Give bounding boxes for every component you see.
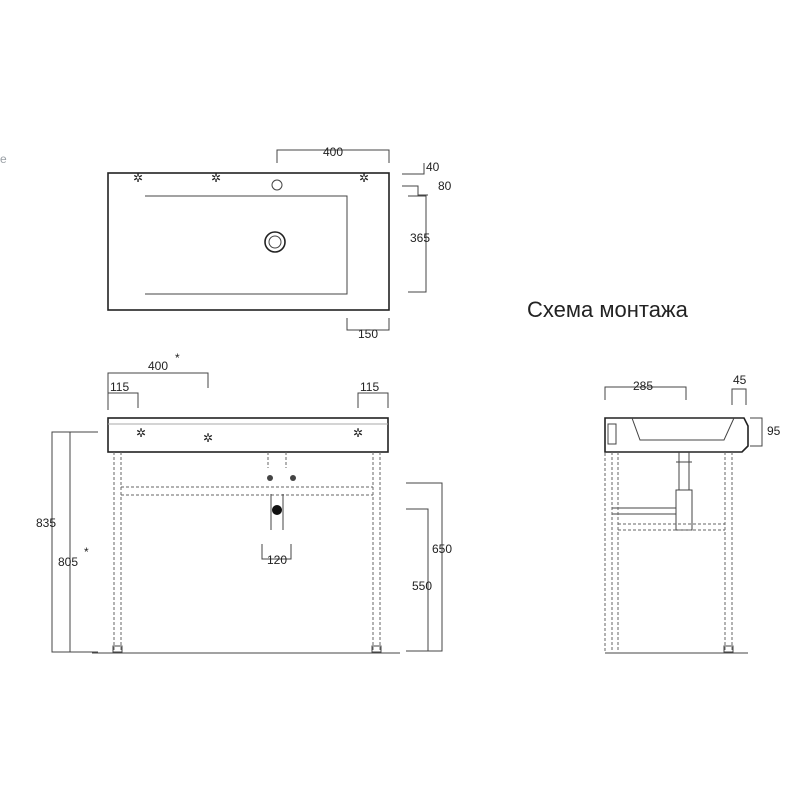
top-view-dim-80: 80 — [438, 179, 452, 193]
side-view-trap-icon — [612, 452, 693, 531]
front-view-height-rim-line — [69, 431, 98, 653]
top-view-inner-bowl — [145, 195, 348, 295]
top-view-dim-40: 40 — [426, 160, 440, 174]
front-view-height-total: 835 — [36, 516, 56, 530]
side-view: 285 45 95 — [604, 373, 781, 654]
front-view-right-dim-line — [357, 392, 389, 408]
top-view-tap-holes: ✲ ✲ ✲ — [133, 171, 369, 191]
svg-text:✲: ✲ — [133, 171, 143, 185]
front-view-height-total-line — [51, 431, 82, 653]
front-view-left-dim-line — [107, 392, 139, 408]
top-view-depth-dim-line — [408, 195, 427, 293]
svg-text:✲: ✲ — [353, 426, 363, 440]
front-view-height-rim: 805 — [58, 555, 78, 569]
svg-text:✲: ✲ — [136, 426, 146, 440]
side-view-dim-45: 45 — [733, 373, 747, 387]
front-view-half-dim-line — [107, 372, 209, 410]
top-view-dim-80-line — [402, 185, 428, 196]
front-view-drain-spacing-line — [261, 544, 292, 560]
front-view-half-dim: 400 — [148, 359, 168, 373]
front-view-rail-height-upper: 650 — [432, 542, 452, 556]
front-view-left-dim: 115 — [110, 380, 129, 394]
side-view-dim-95-line — [750, 417, 763, 447]
top-view-width-dim-line — [276, 149, 390, 163]
edge-glyph: e — [0, 152, 7, 166]
side-view-dim-45-line — [731, 388, 747, 405]
top-view-offset-dim-line — [346, 318, 390, 331]
svg-text:✲: ✲ — [203, 431, 213, 445]
front-view-rail-height-lower-line — [406, 508, 429, 652]
front-view-rail-height-upper-line — [406, 482, 443, 652]
side-view-dim-95: 95 — [767, 424, 781, 438]
top-view-offset-dim: 150 — [358, 327, 378, 341]
front-view-right-dim: 115 — [360, 380, 379, 394]
top-view-dim-40-line — [402, 163, 425, 175]
side-view-depth-dim-line — [604, 386, 687, 400]
top-view-drain-icon — [264, 231, 286, 253]
front-view-drain-spacing: 120 — [267, 553, 287, 567]
side-view-depth-dim: 285 — [633, 379, 653, 393]
side-view-legs — [611, 452, 734, 653]
front-view-rail — [121, 486, 373, 496]
front-view-rail-height-lower: 550 — [412, 579, 432, 593]
front-view-drain-icon — [267, 452, 296, 530]
top-view-width-dim: 400 — [323, 145, 343, 159]
front-view-legs — [112, 452, 382, 653]
top-view: ✲ ✲ ✲ 400 40 80 365 150 — [107, 145, 452, 341]
top-view-basin-outline — [107, 172, 390, 311]
top-view-depth-dim: 365 — [410, 231, 430, 245]
front-view-tap-holes: ✲ ✲ ✲ — [136, 426, 363, 445]
front-view: ✲ ✲ ✲ 400 * 115 115 — [36, 351, 452, 654]
front-view-height-rim-mark: * — [84, 545, 89, 559]
svg-text:✲: ✲ — [211, 171, 221, 185]
side-view-basin — [604, 417, 749, 453]
svg-text:✲: ✲ — [359, 171, 369, 185]
front-view-half-dim-mark: * — [175, 351, 180, 365]
diagram-title: Схема монтажа — [527, 297, 689, 322]
front-view-basin — [107, 417, 389, 453]
